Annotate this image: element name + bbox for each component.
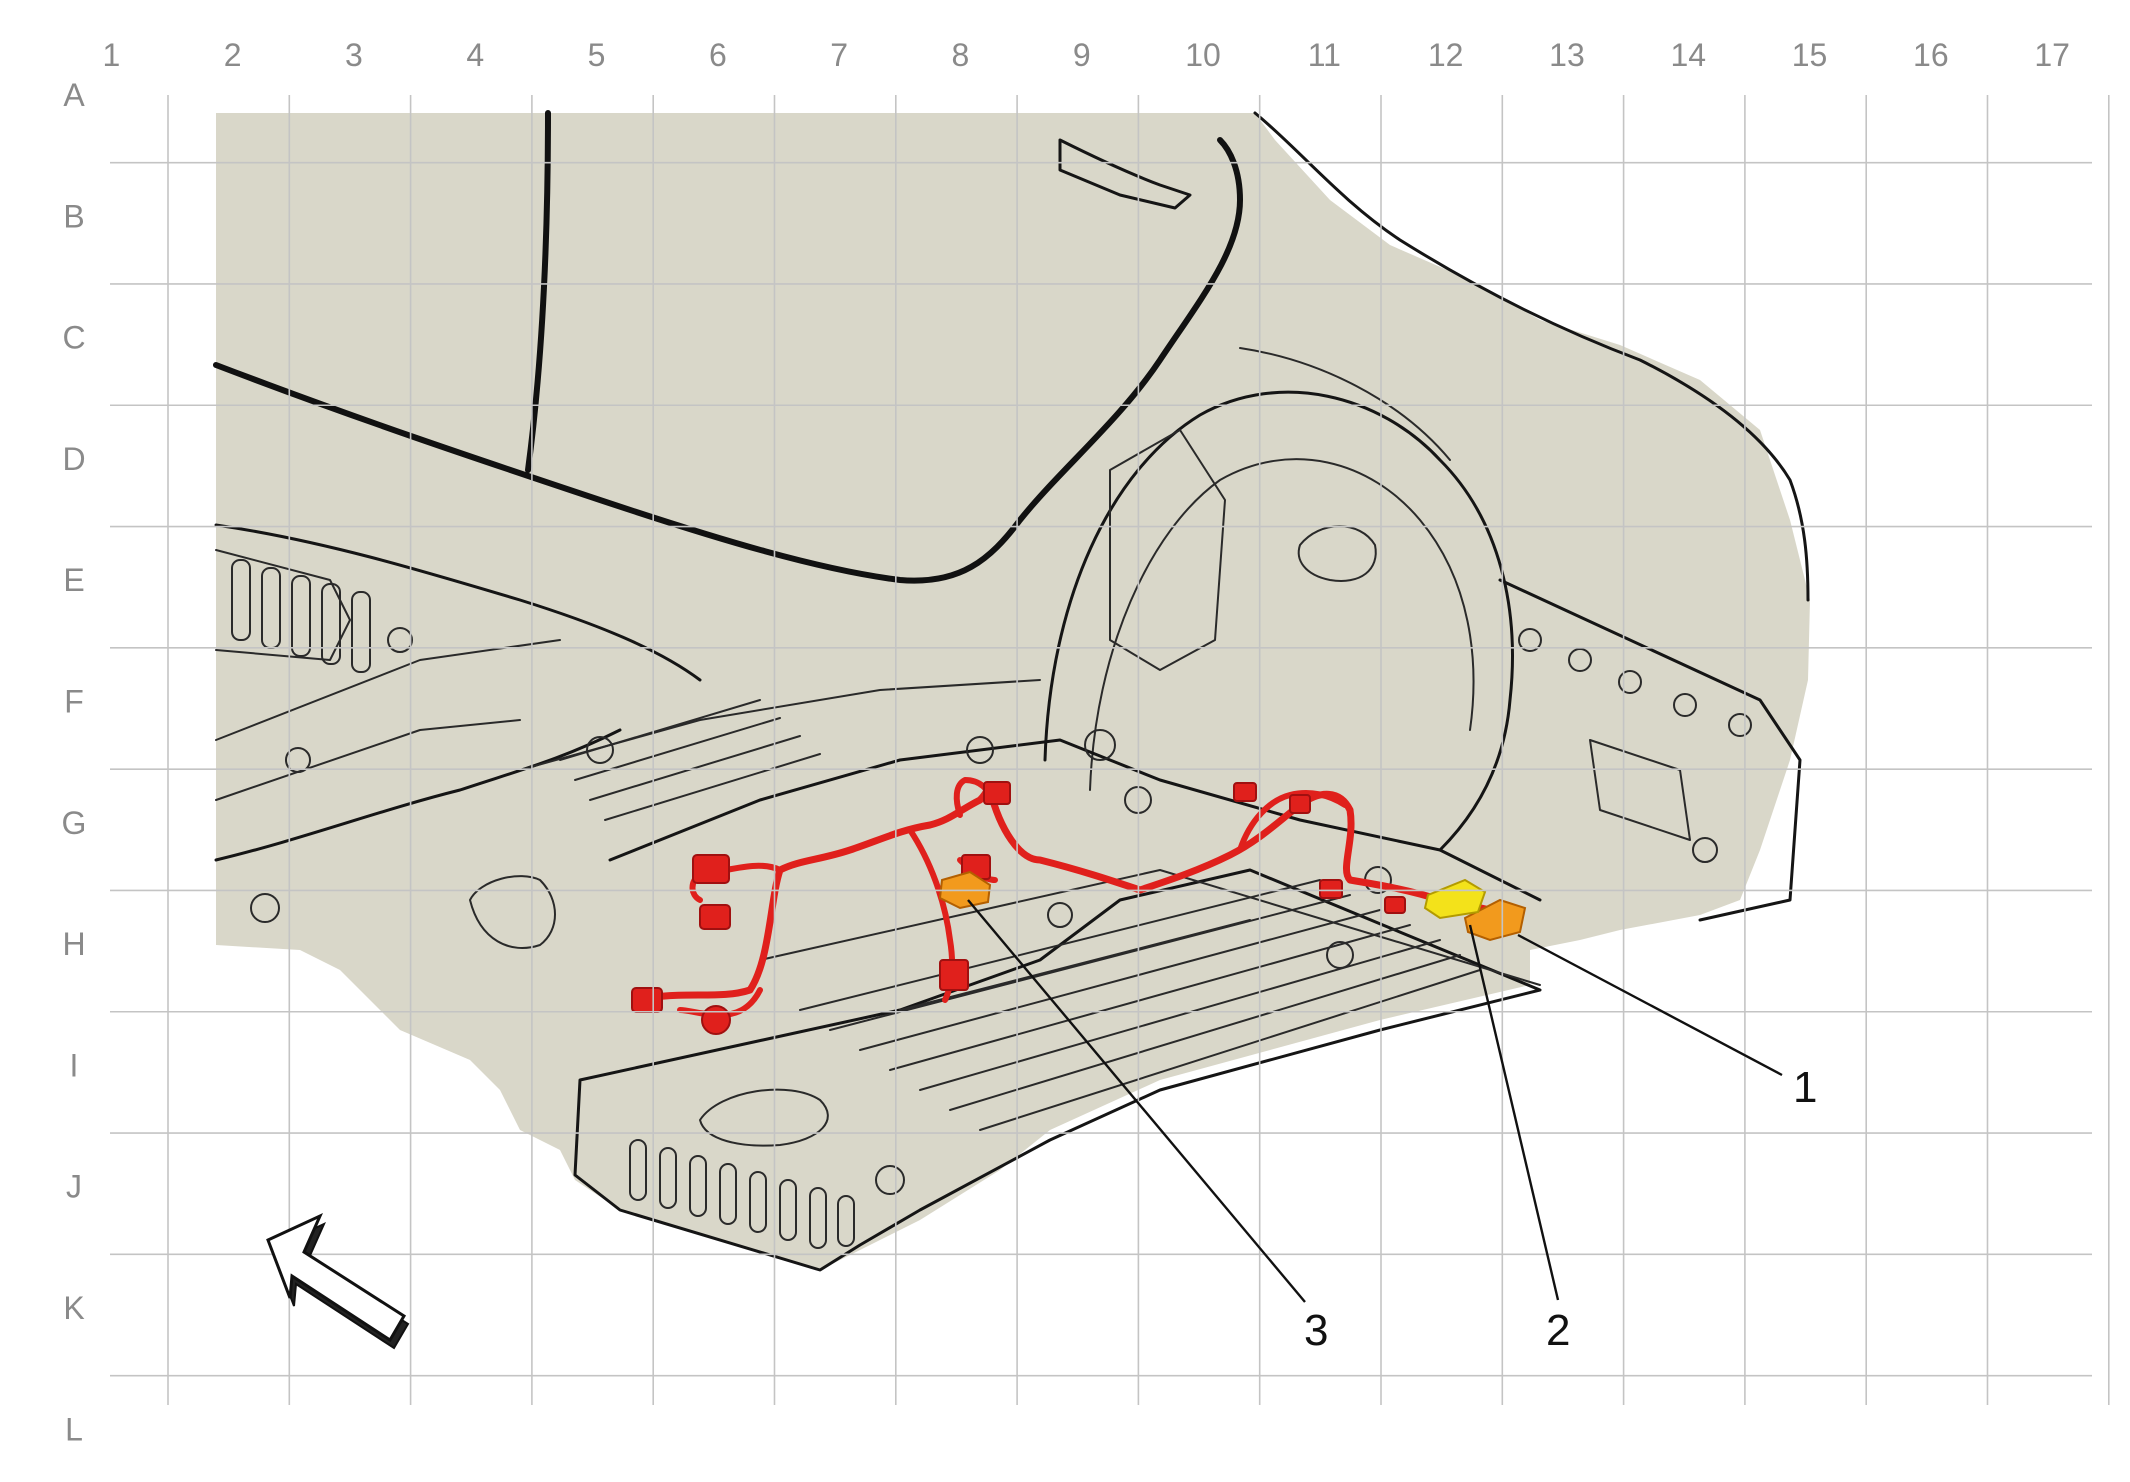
- mid-floor-ribs: [559, 699, 821, 821]
- grid-column-label: 14: [1670, 37, 1706, 73]
- grid-column-label: 7: [830, 37, 848, 73]
- grid-row-label: J: [66, 1169, 82, 1205]
- connector-1-highlight: [1423, 878, 1487, 920]
- grid-row-label: A: [63, 77, 85, 113]
- grid-row-label: G: [62, 805, 87, 841]
- callout-3: 3: [1304, 1306, 1328, 1355]
- grid-lines: [110, 95, 2110, 1405]
- grid-row-label: D: [62, 441, 85, 477]
- grid-row-label: C: [62, 320, 85, 356]
- grid-column-label: 4: [466, 37, 484, 73]
- grid-column-label: 10: [1185, 37, 1221, 73]
- callout-leaders: [967, 899, 1783, 1303]
- grid-column-label: 2: [224, 37, 242, 73]
- grid-row-label: F: [64, 684, 84, 720]
- grid-column-label: 17: [2034, 37, 2070, 73]
- grid-row-label: H: [62, 926, 85, 962]
- wiring-harness: [631, 777, 1514, 1035]
- leader-line-3: [967, 899, 1306, 1303]
- grid-column-label: 11: [1308, 37, 1341, 73]
- vehicle-underbody-illustration: [213, 110, 1810, 1272]
- row-labels: A B C D E F G H I J K L: [62, 77, 87, 1447]
- spare-well-slots: [629, 1139, 855, 1249]
- connector-2-highlight: [1463, 898, 1527, 942]
- callout-1: 1: [1793, 1063, 1817, 1112]
- grid-column-label: 12: [1428, 37, 1464, 73]
- grid-row-label: I: [70, 1047, 79, 1083]
- grid-row-label: E: [63, 562, 84, 598]
- grid-column-label: 3: [345, 37, 363, 73]
- grid-column-label: 13: [1549, 37, 1585, 73]
- grid-column-label: 6: [709, 37, 727, 73]
- grid-column-label: 1: [102, 37, 120, 73]
- rear-panel-fastener-holes: [1518, 628, 1752, 863]
- floor-rib-slots-left: [231, 559, 371, 673]
- floor-pan-ribs: [799, 879, 1481, 1131]
- grid-column-label: 8: [952, 37, 970, 73]
- leader-line-2: [1468, 924, 1560, 1301]
- grid-row-label: B: [63, 198, 84, 234]
- grid-row-label: L: [65, 1411, 83, 1447]
- grid-column-label: 5: [588, 37, 606, 73]
- grid-row-label: K: [63, 1290, 84, 1326]
- leader-line-1: [1517, 933, 1783, 1077]
- view-direction-arrow-icon: [266, 1212, 410, 1350]
- grid-column-label: 16: [1913, 37, 1949, 73]
- grid-column-label: 15: [1792, 37, 1828, 73]
- grid-column-label: 9: [1073, 37, 1091, 73]
- callout-labels: 1 2 3: [1304, 1063, 1817, 1355]
- callout-2: 2: [1546, 1306, 1570, 1355]
